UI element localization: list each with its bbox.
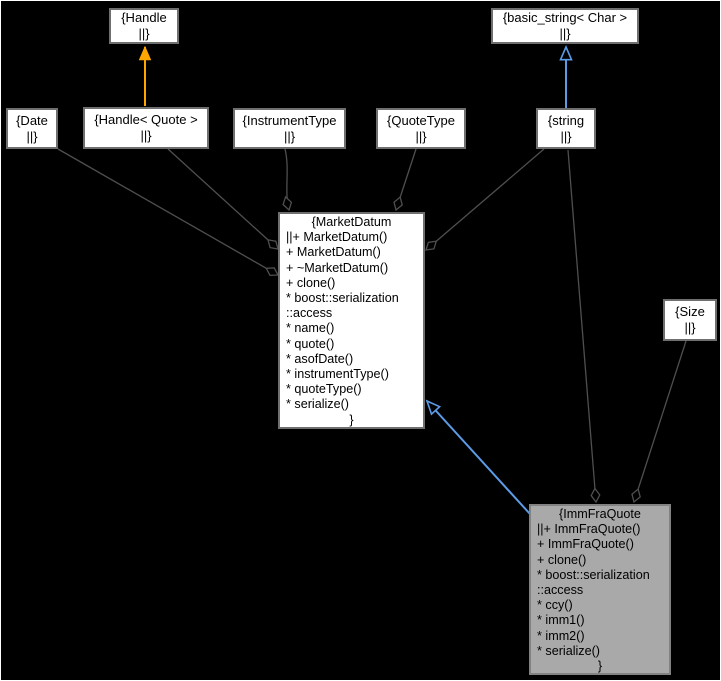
class-label: {Handle [121,10,167,25]
class-node-imm-fra-quote[interactable]: {ImmFraQuote ||+ ImmFraQuote() + ImmFraQ… [529,504,671,675]
edge-handlequote-marketdatum [167,148,279,250]
edge-quotetype-marketdatum [393,148,417,212]
member-label: * boost::serialization [537,567,650,582]
member-label: * instrumentType() [286,367,389,382]
class-node-instrument-type[interactable]: {InstrumentType ||} [233,108,346,149]
class-label: {Date [16,112,48,128]
member-label: * imm1() [537,613,585,628]
member-label: * imm2() [537,628,585,643]
class-node-string[interactable]: {string ||} [536,108,596,149]
member-label: + ImmFraQuote() [537,537,634,552]
class-label: } [349,412,354,427]
class-label: } [597,659,603,674]
class-node-handle[interactable]: {Handle ||} [109,8,179,44]
edge-inherit-immfraquote-marketdatum [425,399,531,515]
member-label: * quoteType() [286,382,362,397]
member-label: * name() [286,321,335,336]
member-label: * serialize() [537,643,600,658]
class-node-quote-type[interactable]: {QuoteType ||} [376,108,466,149]
class-node-size[interactable]: {Size ||} [663,299,717,341]
edge-instrumenttype-marketdatum [282,148,293,212]
class-label: ||} [559,26,571,41]
class-label: {ImmFraQuote [559,507,641,521]
member-label: + clone() [286,275,336,290]
edge-string-immfraquote [567,149,601,504]
member-label: + MarketDatum() [286,245,381,260]
class-label: {InstrumentType [242,112,337,128]
class-label: {Size [675,304,705,319]
edge-string-marketdatum [425,148,545,251]
class-node-market-datum[interactable]: {MarketDatum ||+ MarketDatum() + MarketD… [278,212,425,429]
class-label: {QuoteType [387,112,455,128]
member-label: * serialize() [286,397,349,412]
member-label: ::access [286,306,333,321]
class-node-date[interactable]: {Date ||} [6,108,58,149]
member-label: * asofDate() [286,351,354,366]
class-label: ||} [283,128,296,144]
member-label: + ~MarketDatum() [286,260,389,275]
class-node-basic-string[interactable]: {basic_string< Char > ||} [491,8,639,44]
member-label: * ccy() [537,598,573,613]
class-label: {Handle< Quote > [94,112,198,127]
class-label: {basic_string< Char > [502,10,628,25]
member-label: + clone() [537,552,587,567]
member-label: ||+ ImmFraQuote() [537,522,641,537]
member-label: ::access [537,583,584,598]
class-label: ||} [684,320,696,335]
class-label: ||} [26,128,38,144]
class-label: {string [547,112,585,128]
edge-date-marketdatum [57,148,280,277]
member-label: * quote() [286,336,335,351]
class-label: {MarketDatum [311,215,392,229]
class-label: ||} [415,128,427,144]
edge-size-immfraquote [631,340,687,504]
member-label: * boost::serialization [286,291,399,306]
class-node-handle-quote[interactable]: {Handle< Quote > ||} [83,107,209,149]
member-label: ||+ MarketDatum() [286,230,388,245]
class-label: ||} [138,26,150,41]
class-label: ||} [140,128,152,143]
class-label: ||} [560,128,572,144]
